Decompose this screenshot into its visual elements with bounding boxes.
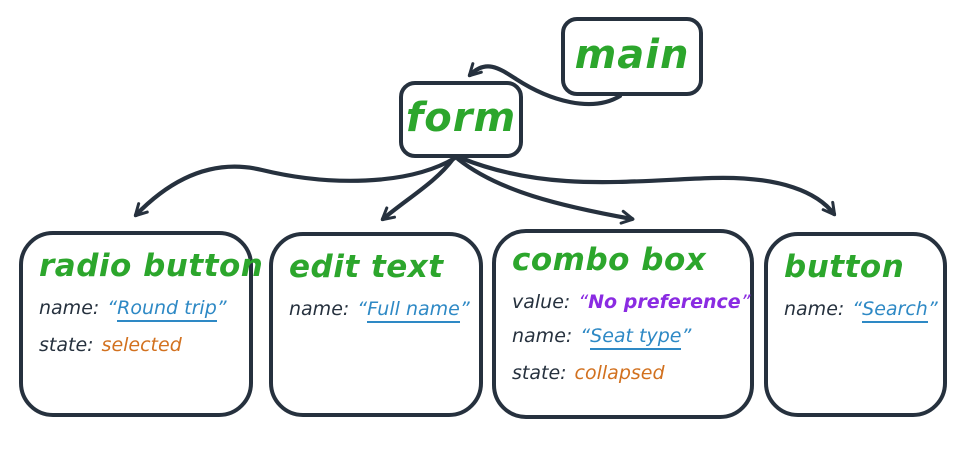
property-row-name: name: “Search” — [784, 297, 938, 323]
close-quote: ” — [681, 325, 692, 348]
node-main-label: main — [574, 31, 690, 78]
property-row-state: state: collapsed — [512, 362, 736, 385]
property-key: name: — [512, 325, 573, 348]
property-key: value: — [512, 290, 571, 313]
property-key: state: — [512, 362, 567, 385]
edge-form-to-combo-box — [455, 156, 635, 225]
open-quote: “ — [852, 297, 863, 320]
open-quote: “ — [357, 297, 368, 320]
node-button-label: button — [784, 249, 905, 285]
property-row-state: state: selected — [39, 334, 235, 357]
property-row-name: name: “Round trip” — [39, 297, 235, 322]
property-value: No preference — [588, 290, 741, 313]
property-value: Round trip — [117, 298, 217, 322]
property-value: Seat type — [590, 326, 682, 351]
node-combo-box-label: combo box — [512, 242, 707, 278]
close-quote: ” — [740, 290, 751, 313]
open-quote: “ — [578, 290, 589, 313]
property-value: collapsed — [574, 362, 665, 385]
property-key: name: — [784, 297, 845, 320]
property-key: name: — [39, 296, 100, 319]
property-value: selected — [101, 333, 182, 356]
property-key: name: — [289, 297, 350, 320]
open-quote: “ — [580, 325, 591, 348]
edge-form-to-radio-button — [133, 155, 458, 218]
node-button: button name: “Search” — [764, 232, 947, 417]
node-combo-box: combo box value:“No preference” name:“Se… — [492, 229, 754, 419]
node-form-label: form — [405, 94, 517, 141]
close-quote: ” — [927, 297, 938, 320]
property-row-name: name: “Seat type” — [512, 325, 736, 351]
open-quote: “ — [107, 296, 118, 319]
property-value: Full name — [367, 299, 460, 323]
property-row-value: value: “No preference” — [512, 290, 751, 314]
node-form: form — [399, 81, 523, 158]
edge-form-to-button — [458, 155, 837, 217]
property-value: Search — [862, 299, 928, 323]
property-row-name: name: “Full name” — [289, 297, 470, 323]
node-main: main — [561, 17, 703, 96]
node-edit-text-label: edit text — [289, 249, 444, 285]
node-radio-button-label: radio button — [39, 248, 264, 284]
node-radio-button: radio button name: “Round trip” state: sel… — [19, 231, 264, 417]
edge-form-to-edit-text — [380, 156, 456, 222]
property-key: state: — [39, 333, 94, 356]
close-quote: ” — [459, 297, 470, 320]
node-edit-text: edit text name: “Full name” — [269, 232, 483, 417]
close-quote: ” — [216, 296, 227, 319]
